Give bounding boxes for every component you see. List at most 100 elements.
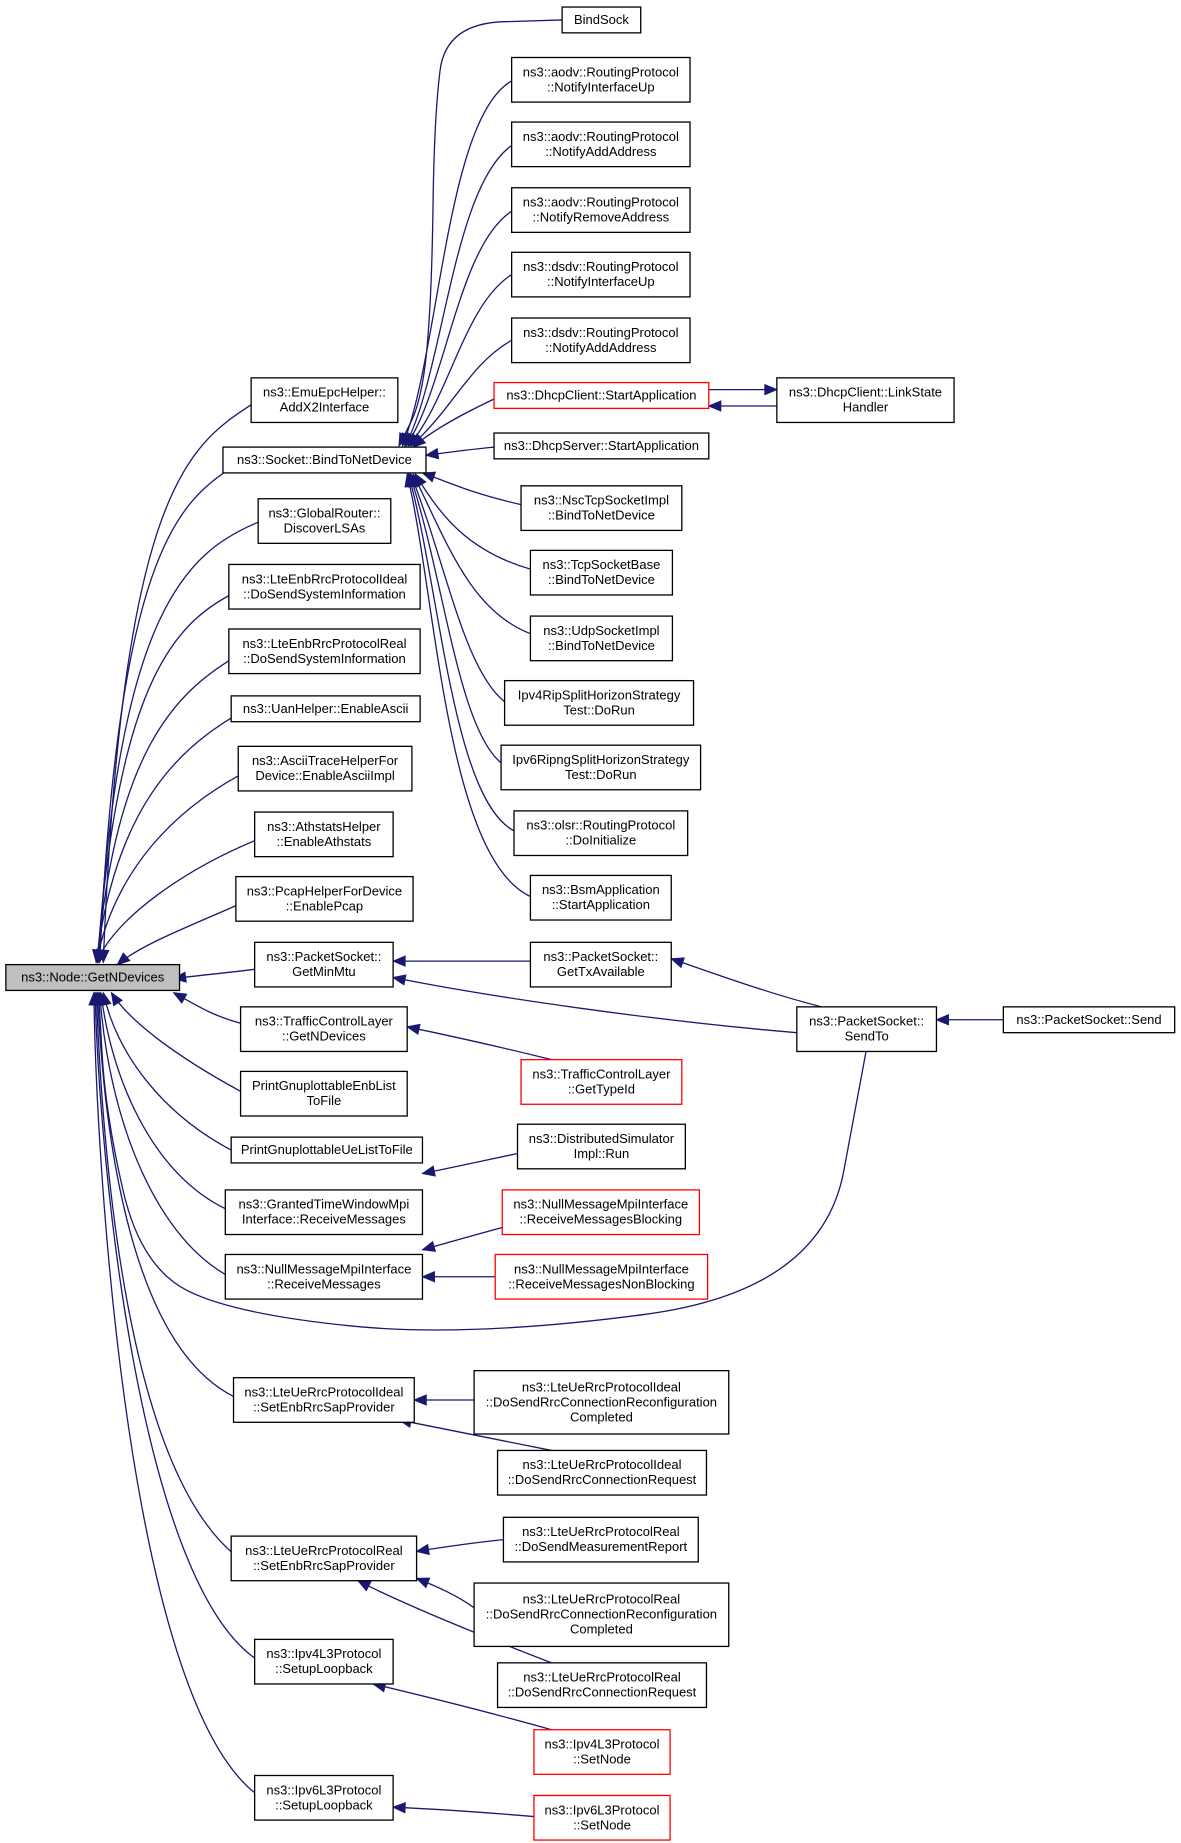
- node-box[interactable]: [493, 432, 710, 460]
- node-box[interactable]: [501, 1189, 701, 1236]
- node-box[interactable]: [776, 377, 955, 424]
- node-box[interactable]: [473, 1582, 730, 1648]
- node-box[interactable]: [496, 1449, 708, 1496]
- node-box[interactable]: [228, 563, 421, 610]
- node-ltuerealmeas[interactable]: ns3::LteUeRrcProtocolReal::DoSendMeasure…: [502, 1516, 699, 1563]
- node-box[interactable]: [237, 745, 413, 792]
- node-nsctcp[interactable]: ns3::NscTcpSocketImpl::BindToNetDevice: [520, 485, 683, 532]
- node-box[interactable]: [520, 1059, 683, 1105]
- node-ipv6setnode[interactable]: ns3::Ipv6L3Protocol::SetNode: [533, 1794, 671, 1841]
- node-box[interactable]: [529, 874, 672, 921]
- node-box[interactable]: [224, 1189, 424, 1236]
- node-lteueidealreq[interactable]: ns3::LteUeRrcProtocolIdeal::DoSendRrcCon…: [496, 1449, 708, 1496]
- node-box[interactable]: [253, 1638, 394, 1685]
- node-bindsock[interactable]: BindSock: [561, 6, 642, 34]
- node-bindtonetdevice[interactable]: ns3::Socket::BindToNetDevice: [222, 446, 427, 474]
- node-box[interactable]: [510, 317, 691, 364]
- node-getndevices[interactable]: ns3::Node::GetNDevices: [5, 963, 181, 992]
- node-box[interactable]: [500, 744, 702, 791]
- node-box[interactable]: [224, 1253, 424, 1300]
- node-box[interactable]: [253, 811, 394, 858]
- node-ltuerealreconf[interactable]: ns3::LteUeRrcProtocolReal::DoSendRrcConn…: [473, 1582, 730, 1648]
- node-box[interactable]: [1002, 1006, 1176, 1034]
- node-box[interactable]: [510, 187, 691, 234]
- node-box[interactable]: [5, 963, 181, 992]
- node-box[interactable]: [516, 1123, 686, 1170]
- node-box[interactable]: [230, 695, 421, 723]
- node-ipv4setnode[interactable]: ns3::Ipv4L3Protocol::SetNode: [533, 1729, 671, 1775]
- node-dhcpclient[interactable]: ns3::DhcpClient::StartApplication: [493, 381, 710, 410]
- node-aodvadd[interactable]: ns3::aodv::RoutingProtocol::NotifyAddAdd…: [510, 121, 691, 168]
- node-lteenbreal[interactable]: ns3::LteEnbRrcProtocolReal::DoSendSystem…: [228, 628, 421, 675]
- node-olsr[interactable]: ns3::olsr::RoutingProtocol::DoInitialize: [513, 810, 689, 857]
- node-box[interactable]: [561, 6, 642, 34]
- node-lteenbideal[interactable]: ns3::LteEnbRrcProtocolIdeal::DoSendSyste…: [228, 563, 421, 610]
- node-ipv6loop[interactable]: ns3::Ipv6L3Protocol::SetupLoopback: [253, 1774, 394, 1821]
- node-dhcpserver[interactable]: ns3::DhcpServer::StartApplication: [493, 432, 710, 460]
- node-box[interactable]: [494, 1253, 709, 1300]
- node-printue[interactable]: PrintGnuplottableUeListToFile: [230, 1136, 424, 1164]
- node-asciitrace[interactable]: ns3::AsciiTraceHelperForDevice::EnableAs…: [237, 745, 413, 792]
- node-dsdvadd[interactable]: ns3::dsdv::RoutingProtocol::NotifyAddAdd…: [510, 317, 691, 364]
- node-lteueidealset[interactable]: ns3::LteUeRrcProtocolIdeal::SetEnbRrcSap…: [232, 1377, 415, 1423]
- node-bsm[interactable]: ns3::BsmApplication::StartApplication: [529, 874, 672, 921]
- node-box[interactable]: [503, 679, 695, 726]
- node-nullnonblocking[interactable]: ns3::NullMessageMpiInterface::ReceiveMes…: [494, 1253, 709, 1300]
- node-ipv4loop[interactable]: ns3::Ipv4L3Protocol::SetupLoopback: [253, 1638, 394, 1685]
- node-dsdvup[interactable]: ns3::dsdv::RoutingProtocol::NotifyInterf…: [510, 251, 691, 298]
- node-lteueidealreconf[interactable]: ns3::LteUeRrcProtocolIdeal::DoSendRrcCon…: [473, 1369, 730, 1435]
- node-ltuerealreq[interactable]: ns3::LteUeRrcProtocolReal::DoSendRrcConn…: [496, 1662, 708, 1709]
- node-box[interactable]: [257, 498, 392, 544]
- node-box[interactable]: [250, 377, 399, 424]
- node-box[interactable]: [228, 628, 421, 675]
- node-gettxavail[interactable]: ns3::PacketSocket::GetTxAvailable: [529, 941, 672, 988]
- node-box[interactable]: [510, 56, 691, 103]
- node-box[interactable]: [796, 1006, 938, 1053]
- node-box[interactable]: [533, 1794, 671, 1841]
- node-box[interactable]: [232, 1377, 415, 1423]
- node-box[interactable]: [510, 121, 691, 168]
- node-nullblocking[interactable]: ns3::NullMessageMpiInterface::ReceiveMes…: [501, 1189, 701, 1236]
- node-box[interactable]: [502, 1516, 699, 1563]
- node-tcpsocket[interactable]: ns3::TcpSocketBase::BindToNetDevice: [529, 549, 674, 596]
- node-tclgetndevices[interactable]: ns3::TrafficControlLayer::GetNDevices: [239, 1006, 408, 1053]
- node-box[interactable]: [253, 1774, 394, 1821]
- node-pcaphelper[interactable]: ns3::PcapHelperForDevice::EnablePcap: [235, 875, 414, 922]
- node-box[interactable]: [529, 615, 674, 662]
- node-box[interactable]: [230, 1535, 418, 1582]
- node-box[interactable]: [230, 1136, 424, 1164]
- node-box[interactable]: [529, 941, 672, 988]
- node-grantedtime[interactable]: ns3::GrantedTimeWindowMpiInterface::Rece…: [224, 1189, 424, 1236]
- node-emuepc[interactable]: ns3::EmuEpcHelper::AddX2Interface: [250, 377, 399, 424]
- node-box[interactable]: [520, 485, 683, 532]
- node-box[interactable]: [529, 549, 674, 596]
- node-getminmtu[interactable]: ns3::PacketSocket::GetMinMtu: [253, 941, 394, 988]
- node-globalrouter[interactable]: ns3::GlobalRouter::DiscoverLSAs: [257, 498, 392, 544]
- node-sendto[interactable]: ns3::PacketSocket::SendTo: [796, 1006, 938, 1053]
- node-nullmsg[interactable]: ns3::NullMessageMpiInterface::ReceiveMes…: [224, 1253, 424, 1300]
- node-box[interactable]: [496, 1662, 708, 1709]
- node-uanhelper[interactable]: ns3::UanHelper::EnableAscii: [230, 695, 421, 723]
- node-ltuerealset[interactable]: ns3::LteUeRrcProtocolReal::SetEnbRrcSapP…: [230, 1535, 418, 1582]
- node-box[interactable]: [510, 251, 691, 298]
- node-box[interactable]: [253, 941, 394, 988]
- node-athstats[interactable]: ns3::AthstatsHelper::EnableAthstats: [253, 811, 394, 858]
- node-box[interactable]: [533, 1729, 671, 1775]
- node-aodvrem[interactable]: ns3::aodv::RoutingProtocol::NotifyRemove…: [510, 187, 691, 234]
- node-box[interactable]: [473, 1369, 730, 1435]
- node-box[interactable]: [239, 1006, 408, 1053]
- node-box[interactable]: [239, 1070, 408, 1117]
- node-box[interactable]: [513, 810, 689, 857]
- node-udpsocket[interactable]: ns3::UdpSocketImpl::BindToNetDevice: [529, 615, 674, 662]
- node-box[interactable]: [235, 875, 414, 922]
- node-send[interactable]: ns3::PacketSocket::Send: [1002, 1006, 1176, 1034]
- node-box[interactable]: [493, 381, 710, 410]
- node-aodvup[interactable]: ns3::aodv::RoutingProtocol::NotifyInterf…: [510, 56, 691, 103]
- node-tclgettypeid[interactable]: ns3::TrafficControlLayer::GetTypeId: [520, 1059, 683, 1105]
- node-box[interactable]: [222, 446, 427, 474]
